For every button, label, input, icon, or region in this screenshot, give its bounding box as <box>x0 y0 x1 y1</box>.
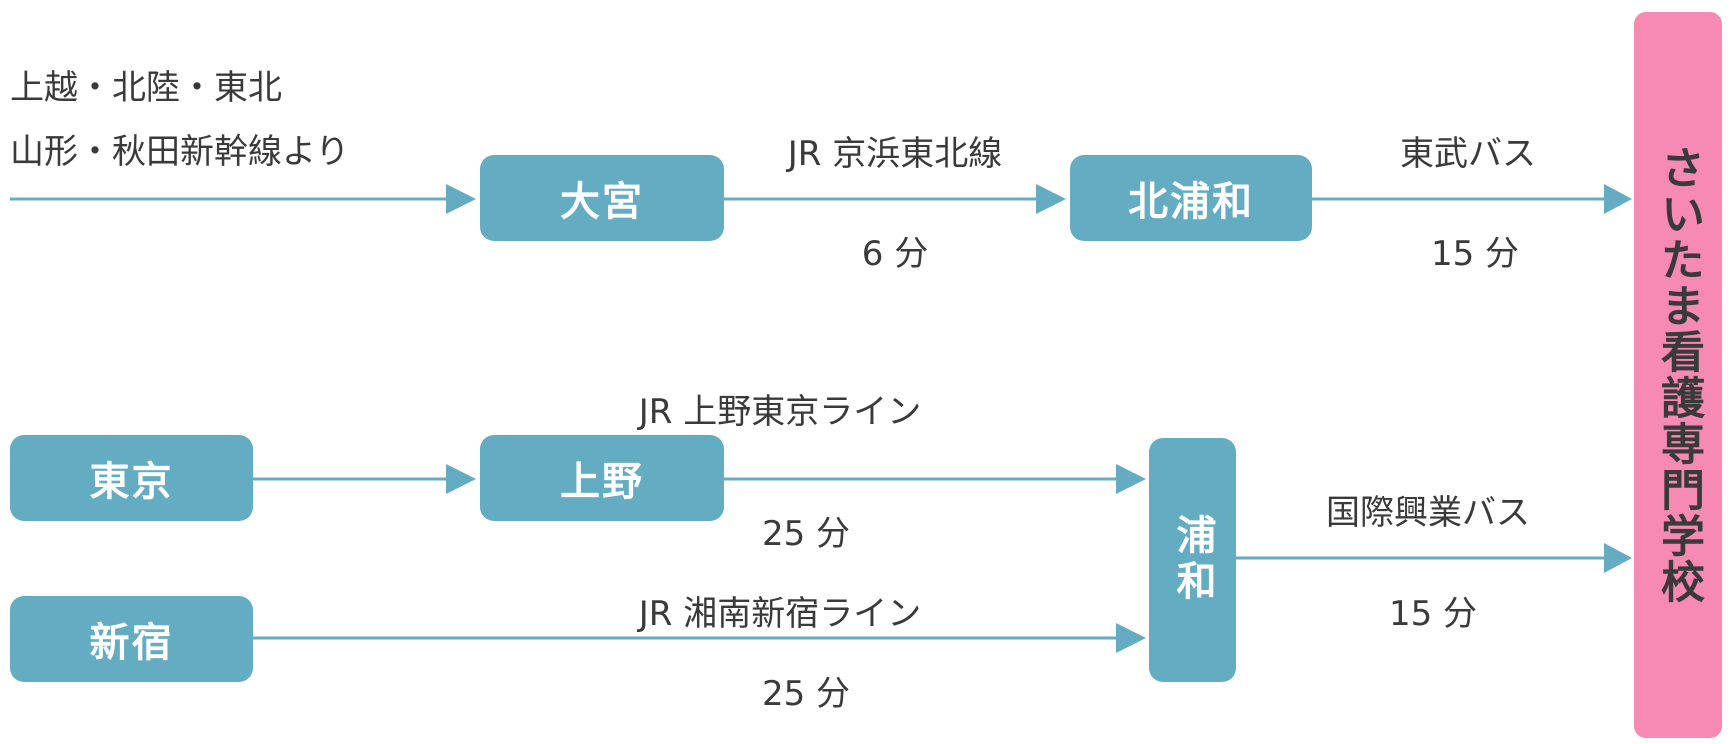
origin-line-2: 山形・秋田新幹線より <box>10 132 350 172</box>
arrowhead-omiya <box>446 184 476 214</box>
arrowhead-school-2 <box>1604 543 1632 573</box>
station-kitaurawa: 北浦和 <box>1070 155 1312 241</box>
destination-school: さいたま看護専門学校 <box>1634 12 1722 738</box>
route-keihin-tohoku-line: JR 京浜東北線 <box>787 134 1003 174</box>
station-omiya: 大宮 <box>480 155 724 241</box>
route-tobu-bus-time: 15 分 <box>1430 234 1520 274</box>
route-shonan-shinjuku-line: JR 湘南新宿ライン <box>638 594 922 634</box>
station-urawa: 浦和 <box>1149 438 1236 682</box>
origin-line-1: 上越・北陸・東北 <box>10 68 282 108</box>
arrowhead-school-1 <box>1604 184 1632 214</box>
arrowhead-ueno <box>446 464 476 494</box>
station-ueno: 上野 <box>480 435 724 521</box>
route-tobu-bus-line: 東武バス <box>1400 134 1536 174</box>
route-ueno-tokyo-line: JR 上野東京ライン <box>638 392 922 432</box>
arrowhead-urawa-1 <box>1116 464 1146 494</box>
route-ueno-tokyo-time: 25 分 <box>761 514 851 554</box>
route-kokusai-bus-time: 15 分 <box>1388 594 1478 634</box>
route-kokusai-bus-line: 国際興業バス <box>1326 493 1530 533</box>
route-shonan-shinjuku-time: 25 分 <box>761 674 851 714</box>
station-shinjuku: 新宿 <box>10 596 253 682</box>
route-keihin-tohoku-time: 6 分 <box>861 234 929 274</box>
station-tokyo: 東京 <box>10 435 253 521</box>
arrowhead-urawa-2 <box>1116 623 1146 653</box>
arrowhead-kitaurawa <box>1036 184 1066 214</box>
